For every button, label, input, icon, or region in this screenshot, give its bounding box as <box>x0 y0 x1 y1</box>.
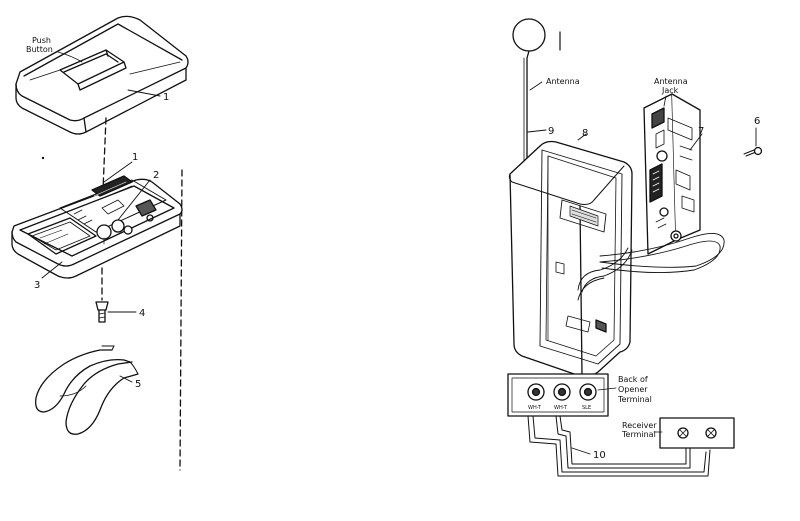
svg-text:Back of: Back of <box>618 375 648 384</box>
visor-clip-part <box>35 345 139 435</box>
receiver-terminal-label: Receiver Terminal <box>621 421 657 439</box>
svg-text:Terminal: Terminal <box>621 430 656 439</box>
callout-8: 8 <box>582 128 588 139</box>
callout-9: 9 <box>548 126 554 137</box>
right-leaders <box>527 127 757 455</box>
wiring-harness <box>577 233 725 301</box>
assembly-dashes <box>101 117 183 471</box>
screw-part <box>95 301 109 323</box>
left-callouts: 1 1 2 3 4 5 <box>34 92 169 390</box>
callout-7: 7 <box>698 126 704 137</box>
svg-text:Terminal: Terminal <box>617 395 652 404</box>
screw-6 <box>743 146 763 157</box>
svg-text:Push: Push <box>32 36 51 45</box>
connecting-wires <box>527 415 711 477</box>
callout-6: 6 <box>754 116 760 127</box>
terminal-codes: WH-T WH-T SLE <box>528 405 591 411</box>
leader-antenna-jack <box>663 95 667 107</box>
stray-dot <box>41 156 45 160</box>
callout-5: 5 <box>135 379 141 390</box>
svg-text:Jack: Jack <box>661 86 679 95</box>
opener-terminal-plate: WH-T WH-T SLE <box>507 373 609 417</box>
callout-3: 3 <box>34 280 40 291</box>
push-button-label: Push Button <box>26 36 53 54</box>
circuit-board <box>643 93 701 255</box>
leader-push-button <box>57 51 83 63</box>
callout-1-cover: 1 <box>163 92 169 103</box>
opener-terminal-screws <box>527 383 597 401</box>
svg-text:Receiver: Receiver <box>622 421 657 430</box>
callout-4: 4 <box>139 308 145 319</box>
receiver-terminal-plate <box>659 417 735 449</box>
svg-text:Antenna: Antenna <box>654 77 688 86</box>
callout-1-base: 1 <box>132 152 138 163</box>
antenna-label: Antenna <box>546 77 580 86</box>
receiver-housing <box>508 140 633 378</box>
left-leaders <box>41 89 161 383</box>
svg-text:WH-T: WH-T <box>554 405 568 411</box>
opener-terminal-label: Back of Opener Terminal <box>617 375 652 404</box>
svg-text:Antenna: Antenna <box>546 77 580 86</box>
svg-text:Opener: Opener <box>618 385 648 394</box>
right-callouts: 6 7 8 9 10 <box>548 116 760 461</box>
transmitter-base <box>11 175 183 279</box>
svg-text:WH-T: WH-T <box>528 405 542 411</box>
leader-antenna <box>529 81 543 91</box>
callout-2: 2 <box>153 170 159 181</box>
antenna-jack-label: Antenna Jack <box>654 77 688 95</box>
svg-text:Button: Button <box>26 45 53 54</box>
transmitter-cover <box>15 15 189 135</box>
svg-text:SLE: SLE <box>582 405 591 411</box>
leader-opener-terminal <box>597 387 617 391</box>
callout-10: 10 <box>593 450 606 461</box>
